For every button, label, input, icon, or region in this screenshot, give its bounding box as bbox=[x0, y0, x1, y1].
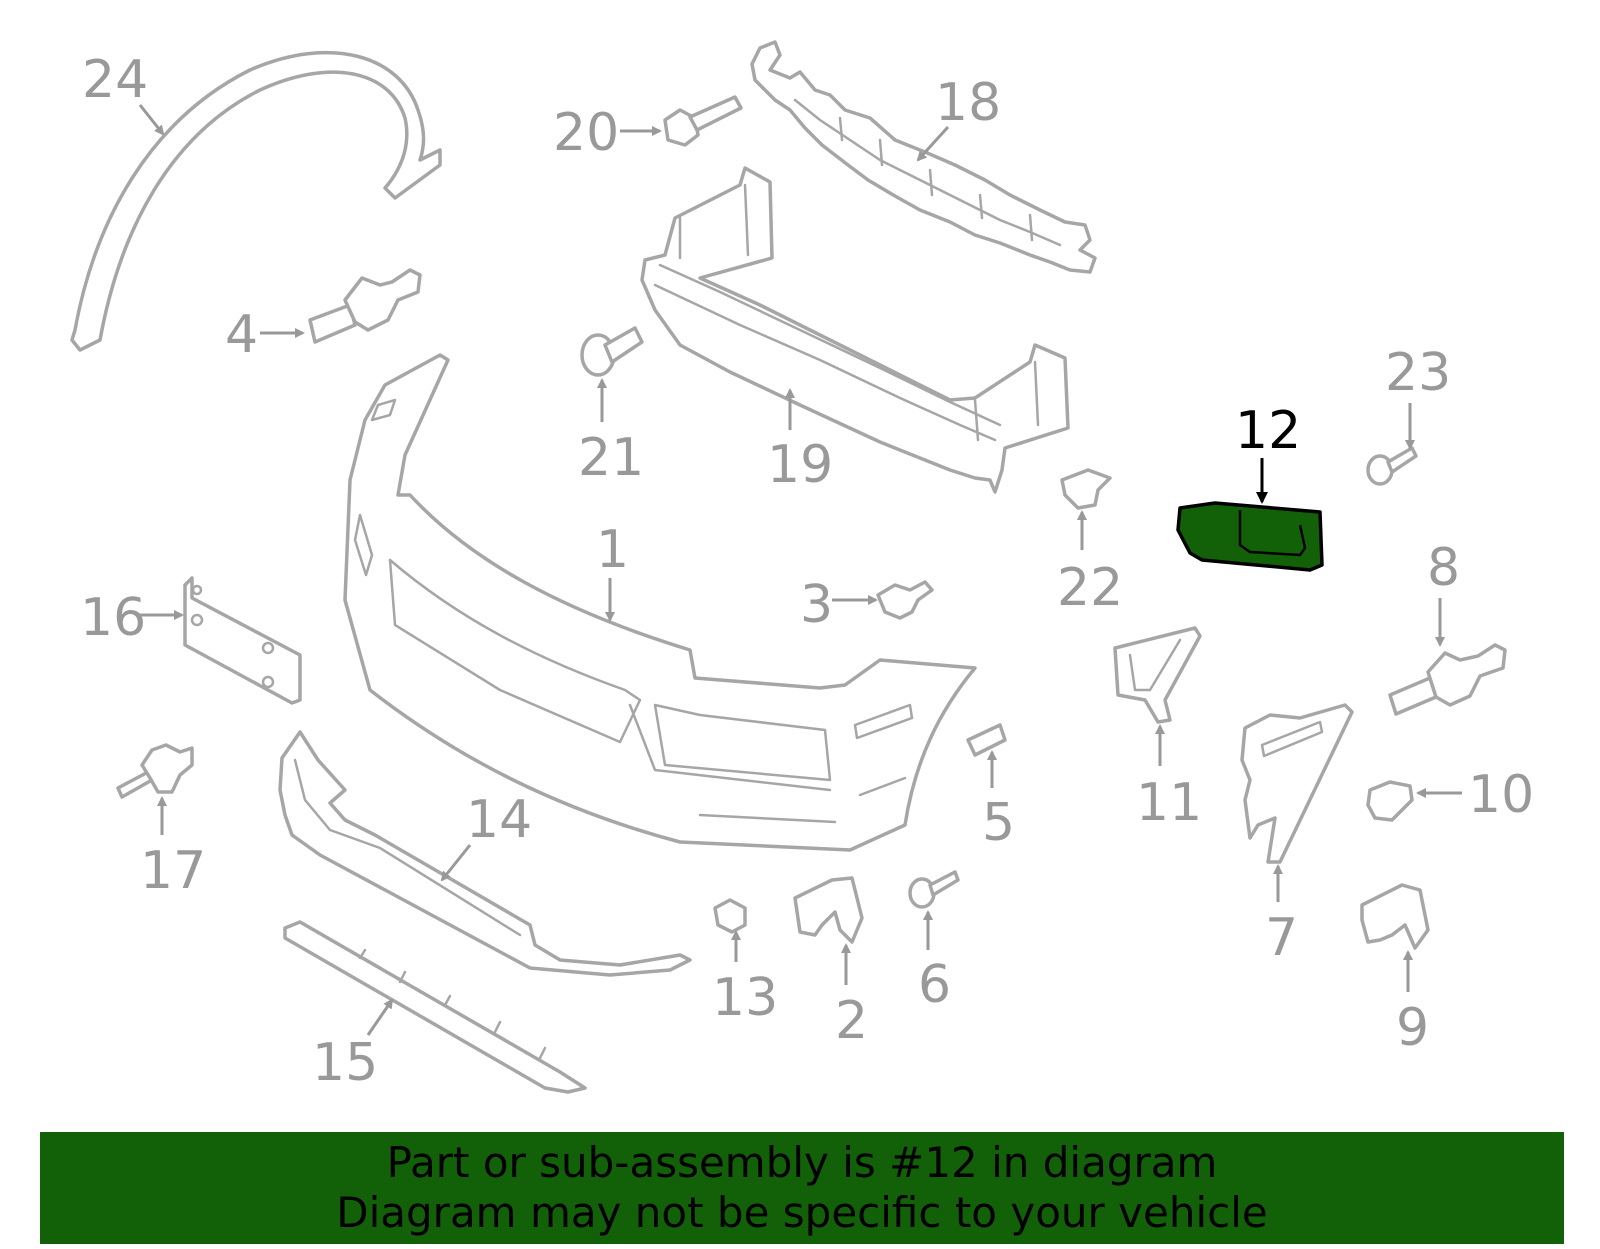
part-11-side-bracket[interactable] bbox=[1113, 626, 1202, 724]
callout-18: 18 bbox=[916, 73, 1001, 162]
part-19-reinforcement-beam[interactable] bbox=[640, 166, 1070, 494]
callout-8: 8 bbox=[1427, 538, 1460, 647]
callout-4: 4 bbox=[225, 305, 305, 365]
svg-text:13: 13 bbox=[712, 968, 778, 1028]
part-22-clip[interactable] bbox=[1060, 468, 1112, 510]
svg-text:24: 24 bbox=[82, 50, 148, 110]
callout-19: 19 bbox=[767, 388, 833, 495]
svg-text:3: 3 bbox=[800, 575, 833, 635]
callout-20: 20 bbox=[553, 103, 662, 163]
svg-text:1: 1 bbox=[596, 520, 629, 580]
info-banner: Part or sub-assembly is #12 in diagram D… bbox=[40, 1132, 1564, 1244]
part-17-push-pin[interactable] bbox=[116, 743, 194, 799]
part-5-cap[interactable] bbox=[966, 723, 1007, 757]
callout-10: 10 bbox=[1416, 765, 1534, 825]
callout-1: 1 bbox=[596, 520, 629, 622]
banner-line-2: Diagram may not be specific to your vehi… bbox=[336, 1188, 1268, 1237]
part-7-air-deflector[interactable] bbox=[1240, 703, 1354, 864]
part-8-retainer[interactable] bbox=[1388, 643, 1507, 716]
part-20-bolt[interactable] bbox=[663, 95, 743, 147]
callout-5: 5 bbox=[982, 750, 1015, 853]
svg-text:23: 23 bbox=[1385, 343, 1451, 403]
part-24-wheel-arch-molding[interactable] bbox=[70, 50, 442, 352]
callout-23: 23 bbox=[1385, 343, 1451, 450]
svg-text:4: 4 bbox=[225, 305, 258, 365]
svg-text:10: 10 bbox=[1468, 765, 1534, 825]
svg-text:2: 2 bbox=[835, 991, 868, 1051]
callout-22: 22 bbox=[1057, 510, 1123, 618]
callout-17: 17 bbox=[140, 796, 206, 901]
svg-text:17: 17 bbox=[140, 841, 206, 901]
callout-24: 24 bbox=[82, 50, 165, 136]
svg-text:6: 6 bbox=[918, 955, 951, 1015]
part-9-bracket[interactable] bbox=[1360, 883, 1430, 950]
part-6-screw[interactable] bbox=[908, 870, 960, 909]
part-13-cap[interactable] bbox=[713, 898, 747, 934]
svg-text:7: 7 bbox=[1265, 908, 1298, 968]
svg-text:8: 8 bbox=[1427, 538, 1460, 598]
part-4-retainer[interactable] bbox=[308, 268, 422, 344]
svg-text:18: 18 bbox=[935, 73, 1001, 133]
callout-14: 14 bbox=[440, 790, 532, 882]
banner-line-1: Part or sub-assembly is #12 in diagram bbox=[386, 1138, 1218, 1187]
part-14-lower-valance[interactable] bbox=[278, 730, 692, 977]
part-18-energy-absorber[interactable] bbox=[750, 40, 1097, 274]
callout-15: 15 bbox=[312, 998, 394, 1093]
part-21-rivet[interactable] bbox=[580, 326, 644, 377]
part-23-screw[interactable] bbox=[1366, 446, 1418, 486]
svg-text:20: 20 bbox=[553, 103, 619, 163]
callout-11: 11 bbox=[1136, 724, 1202, 833]
part-1-bumper-cover[interactable] bbox=[343, 353, 977, 852]
callout-9: 9 bbox=[1396, 950, 1429, 1058]
callout-7: 7 bbox=[1265, 864, 1298, 968]
part-12-highlighted-bracket[interactable] bbox=[1176, 501, 1324, 572]
callout-13: 13 bbox=[712, 930, 778, 1028]
svg-text:15: 15 bbox=[312, 1033, 378, 1093]
svg-text:12: 12 bbox=[1235, 401, 1301, 461]
svg-text:14: 14 bbox=[466, 790, 532, 850]
part-15-lower-strip[interactable] bbox=[283, 920, 587, 1094]
svg-text:22: 22 bbox=[1057, 558, 1123, 618]
part-2-bracket[interactable] bbox=[793, 876, 864, 944]
svg-text:21: 21 bbox=[578, 428, 644, 488]
callout-2: 2 bbox=[835, 943, 868, 1051]
callout-21: 21 bbox=[578, 378, 644, 488]
callout-3: 3 bbox=[800, 575, 878, 635]
svg-text:5: 5 bbox=[982, 793, 1015, 853]
part-10-clip[interactable] bbox=[1366, 780, 1414, 822]
part-3-clip[interactable] bbox=[876, 580, 934, 620]
svg-text:19: 19 bbox=[767, 435, 833, 495]
svg-text:11: 11 bbox=[1136, 773, 1202, 833]
callout-16: 16 bbox=[80, 588, 184, 648]
callout-12: 12 bbox=[1235, 401, 1301, 504]
svg-text:16: 16 bbox=[80, 588, 146, 648]
callout-6: 6 bbox=[918, 910, 951, 1015]
svg-text:9: 9 bbox=[1396, 998, 1429, 1058]
part-16-license-bracket[interactable] bbox=[183, 576, 302, 705]
